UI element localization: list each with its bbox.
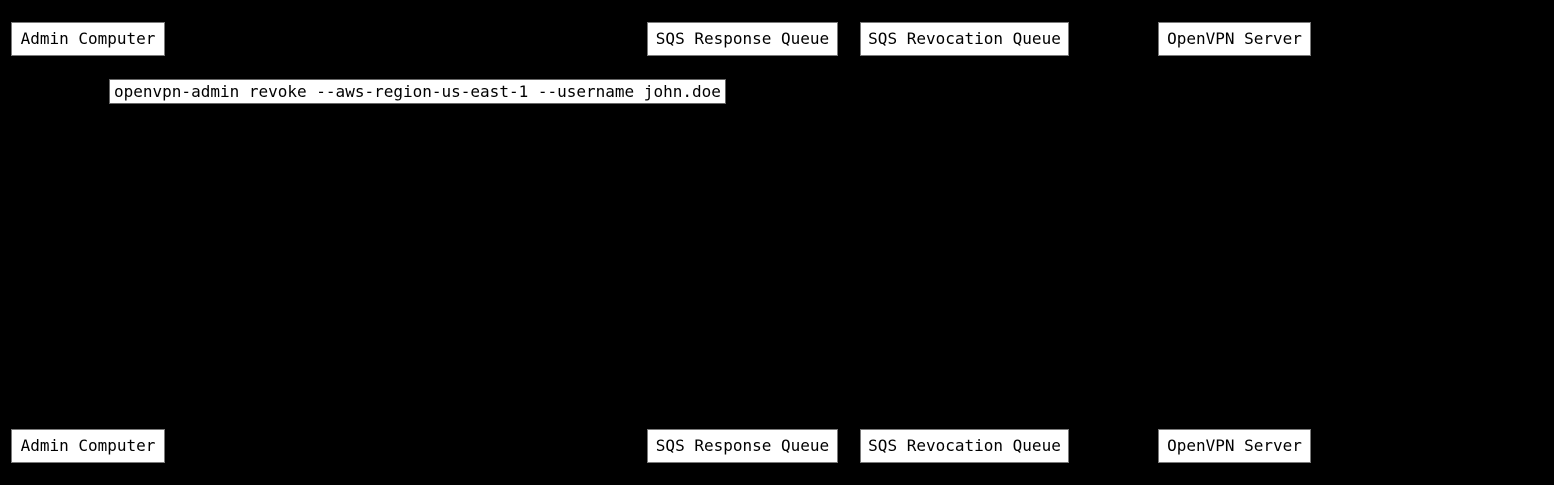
message-label-revoke-command: openvpn-admin revoke --aws-region-us-eas…: [109, 79, 726, 104]
participant-box-sqs-response-queue-top: SQS Response Queue: [647, 22, 838, 56]
participant-box-sqs-revocation-queue-top: SQS Revocation Queue: [860, 22, 1069, 56]
participant-box-openvpn-server-bottom: OpenVPN Server: [1158, 429, 1311, 463]
participant-box-sqs-response-queue-bottom: SQS Response Queue: [647, 429, 838, 463]
participant-box-admin-computer-top: Admin Computer: [11, 22, 165, 56]
participant-box-admin-computer-bottom: Admin Computer: [11, 429, 165, 463]
participant-box-sqs-revocation-queue-bottom: SQS Revocation Queue: [860, 429, 1069, 463]
participant-box-openvpn-server-top: OpenVPN Server: [1158, 22, 1311, 56]
